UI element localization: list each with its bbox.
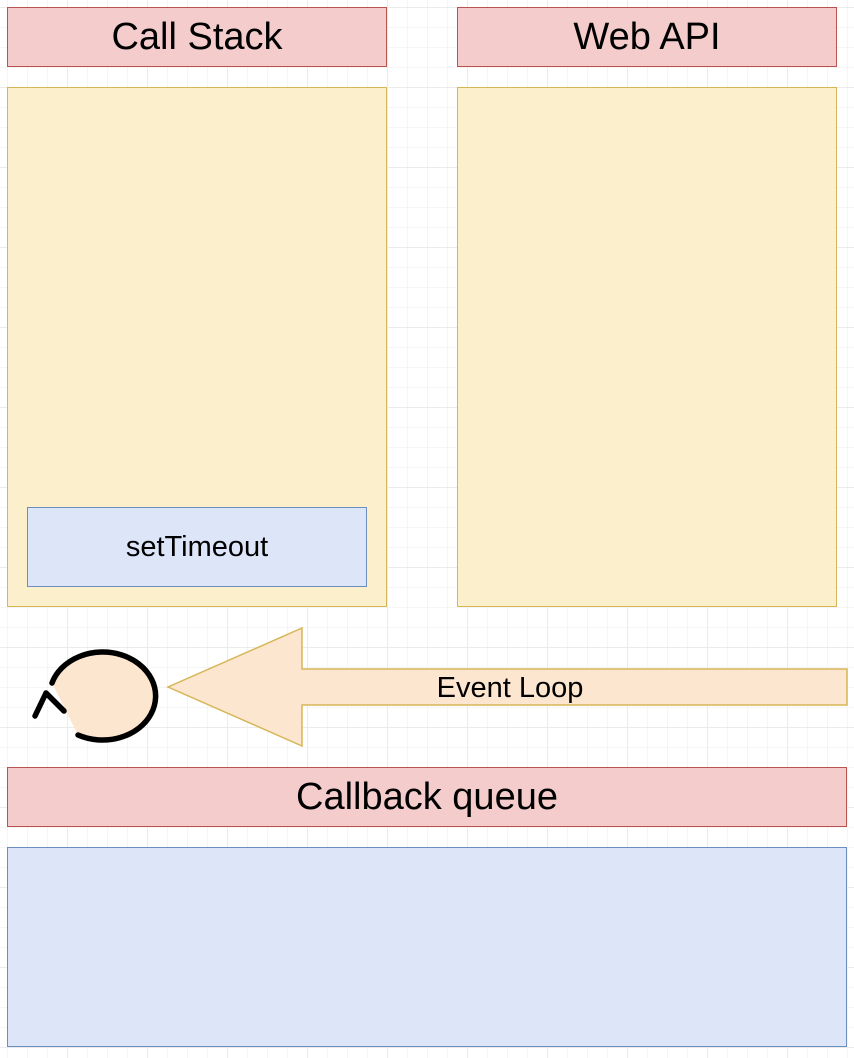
callback-queue-area (7, 847, 847, 1047)
call-stack-header: Call Stack (7, 7, 387, 67)
loop-icon (32, 649, 159, 743)
web-api-area (457, 87, 837, 607)
call-stack-frame-settimeout: setTimeout (27, 507, 367, 587)
event-loop-graphic (32, 626, 848, 748)
event-loop-arrow (166, 626, 848, 748)
callback-queue-header: Callback queue (7, 767, 847, 827)
event-loop-label: Event Loop (436, 671, 584, 704)
web-api-header: Web API (457, 7, 837, 67)
